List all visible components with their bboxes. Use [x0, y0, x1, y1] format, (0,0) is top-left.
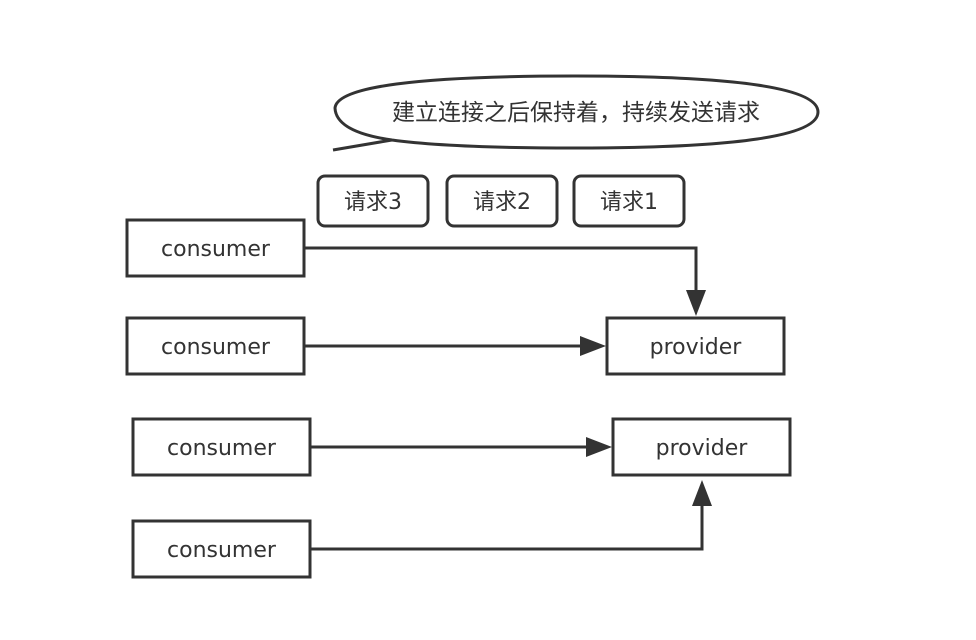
consumer-box-3: consumer — [131, 417, 312, 477]
consumer-box-2: consumer — [125, 316, 306, 376]
consumer-box-1: consumer — [125, 218, 306, 278]
provider-label: provider — [650, 335, 743, 360]
connector-c4-p2 — [310, 480, 712, 551]
connector-c2-p1 — [304, 336, 606, 356]
consumer-box-4: consumer — [131, 519, 312, 579]
request-box-1: 请求1 — [572, 174, 686, 228]
connector-c1-p1 — [304, 246, 706, 316]
request-label: 请求3 — [344, 190, 402, 215]
arrowhead-right — [580, 336, 606, 356]
request-box-2: 请求2 — [445, 174, 559, 228]
callout-shape — [332, 74, 820, 152]
callout-text: 建立连接之后保持着，持续发送请求 — [392, 100, 760, 126]
consumer-label: consumer — [167, 538, 277, 563]
arrowhead-right — [586, 437, 612, 457]
request-label: 请求1 — [600, 190, 658, 215]
provider-box-1: provider — [605, 316, 786, 376]
arrowhead-up — [692, 480, 712, 506]
callout-bubble: 建立连接之后保持着，持续发送请求 — [332, 74, 820, 152]
consumer-label: consumer — [161, 335, 271, 360]
arrowhead-down — [686, 290, 706, 316]
request-label: 请求2 — [473, 190, 531, 215]
connector-c3-p2 — [310, 437, 612, 457]
provider-box-2: provider — [611, 417, 792, 477]
request-box-3: 请求3 — [316, 174, 430, 228]
consumer-label: consumer — [167, 436, 277, 461]
consumer-label: consumer — [161, 237, 271, 262]
provider-label: provider — [656, 436, 749, 461]
